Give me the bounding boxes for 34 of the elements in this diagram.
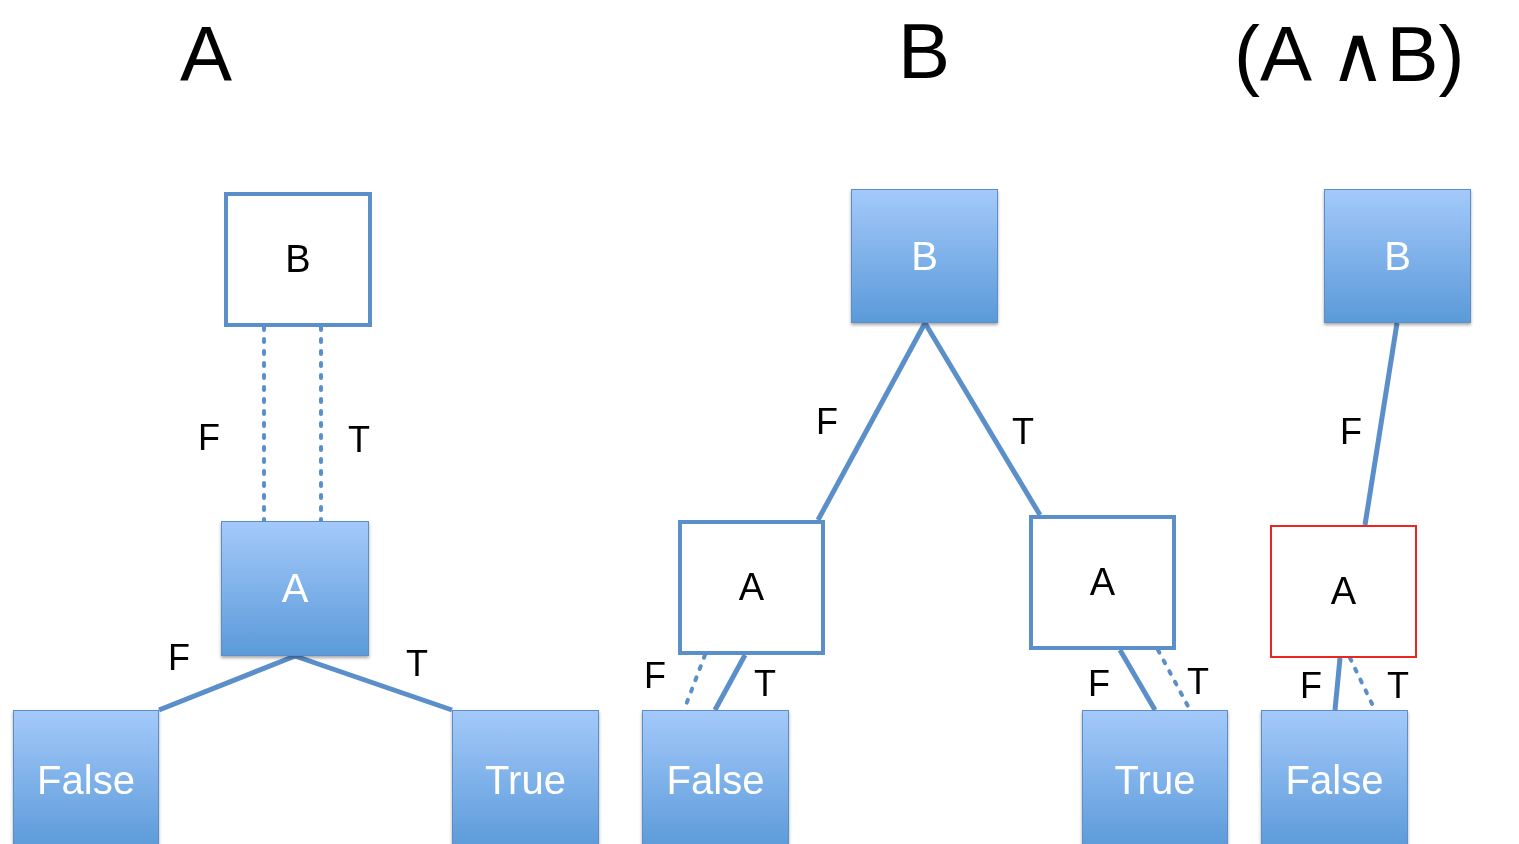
- connector-line: [815, 321, 928, 522]
- node-label: A: [1089, 561, 1116, 604]
- node-label: True: [1114, 757, 1196, 803]
- outlined-node-box: [1029, 515, 1176, 650]
- node-label: A: [1330, 570, 1357, 613]
- connector-line: [712, 653, 748, 712]
- node-label: B: [285, 238, 311, 281]
- node-label: False: [1285, 757, 1384, 803]
- node-label: B: [1384, 233, 1411, 279]
- node-label: A: [281, 566, 309, 611]
- outlined-node-box: [224, 192, 372, 327]
- connector-line: [1362, 322, 1400, 526]
- filled-node-box: [452, 710, 599, 844]
- filled-node-box: [851, 189, 998, 323]
- connector-line: [1117, 648, 1158, 712]
- dotted-connector: [262, 325, 266, 523]
- node-label: True: [485, 757, 566, 803]
- node-label: False: [666, 757, 765, 803]
- node-label: A: [738, 566, 765, 609]
- filled-node-box: [1261, 710, 1408, 844]
- filled-node-box: [1324, 189, 1471, 323]
- outlined-node-box: [1270, 525, 1417, 658]
- filled-node-box: [221, 521, 369, 656]
- node-label: False: [37, 757, 135, 803]
- filled-node-box: [1082, 710, 1228, 844]
- panel-title: B: [898, 12, 951, 90]
- panel-title: A: [180, 15, 233, 93]
- connector-line: [1332, 657, 1343, 711]
- connector-line: [922, 321, 1043, 517]
- node-label: B: [911, 233, 938, 279]
- filled-node-box: [13, 710, 159, 844]
- outlined-node-box: [678, 520, 825, 655]
- filled-node-box: [642, 710, 789, 844]
- dotted-connector: [319, 325, 323, 523]
